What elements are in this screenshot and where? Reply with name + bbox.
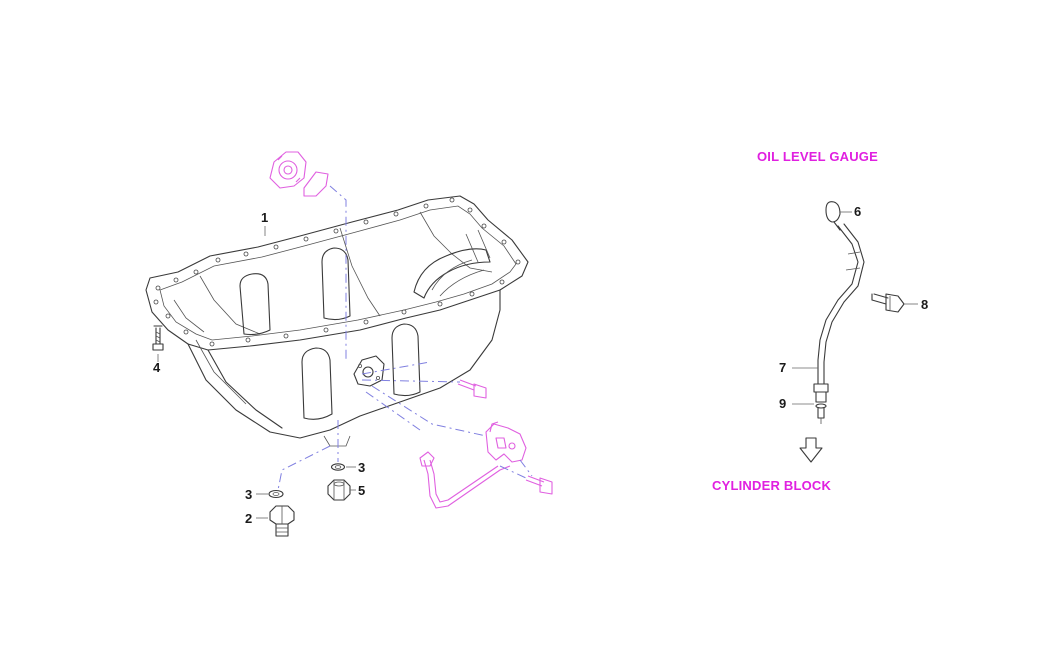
cylinder-block-heading: CYLINDER BLOCK bbox=[712, 478, 832, 493]
stud-bolt-part bbox=[152, 325, 164, 351]
oil-pan bbox=[145, 195, 529, 447]
pan-bolts bbox=[457, 379, 553, 495]
oil-level-gauge-heading: OIL LEVEL GAUGE bbox=[757, 149, 878, 164]
callout-o-ring: 9 bbox=[779, 396, 787, 411]
callout-drain-plug: 2 bbox=[245, 511, 253, 526]
oil-strainer bbox=[269, 151, 329, 197]
callout-oil-pan: 1 bbox=[261, 210, 269, 225]
leader-lines bbox=[157, 211, 918, 519]
callout-nut: 5 bbox=[358, 483, 366, 498]
drain-plug-part bbox=[269, 505, 295, 537]
callout-gauge-tube: 7 bbox=[779, 360, 787, 375]
phantom-lines bbox=[277, 185, 533, 491]
callout-washer-right: 3 bbox=[358, 460, 366, 475]
oil-level-gauge-part bbox=[799, 201, 905, 463]
callout-gauge-handle: 6 bbox=[854, 204, 862, 219]
callout-washer-left: 3 bbox=[245, 487, 253, 502]
washers-and-nut bbox=[268, 463, 351, 501]
callout-gauge-bolt: 8 bbox=[921, 297, 929, 312]
callout-stud-bolt: 4 bbox=[153, 360, 161, 375]
oil-return-pipe bbox=[419, 421, 527, 509]
